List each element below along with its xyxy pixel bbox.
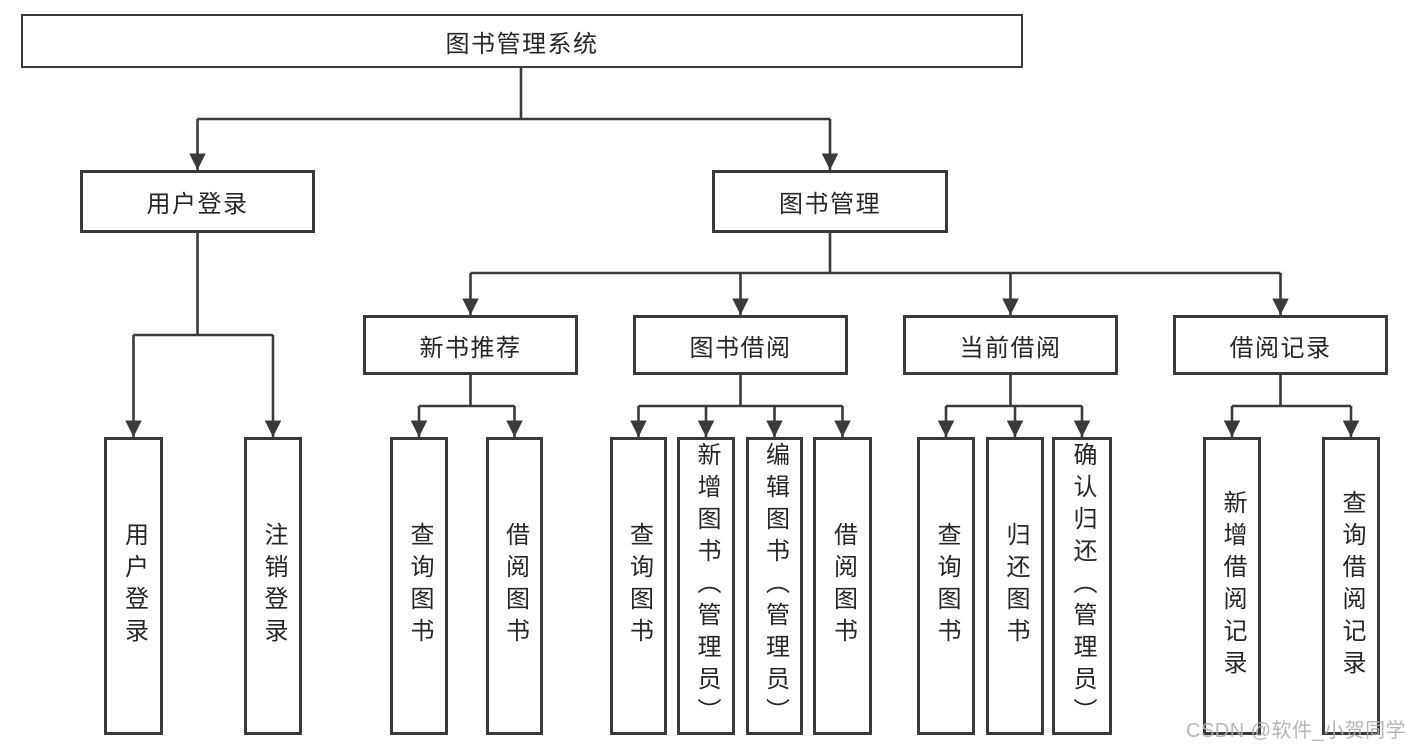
leaf-edit-books-admin-label: 编辑图书（管理员） (761, 442, 789, 730)
leaf-query-books-recommend-label: 查询图书 (406, 522, 433, 650)
node-borrow-records: 借阅记录 (1173, 315, 1388, 375)
leaf-query-borrow-record: 查询借阅记录 (1322, 437, 1380, 735)
leaf-return-books-label: 归还图书 (1002, 522, 1029, 650)
leaf-confirm-return-admin-label: 确认归还（管理员） (1069, 442, 1096, 730)
node-current-borrowing-label: 当前借阅 (959, 334, 1062, 362)
node-book-management: 图书管理 (712, 170, 948, 233)
node-book-borrowing-label: 图书借阅 (689, 334, 792, 362)
leaf-add-books-admin: 新增图书（管理员） (677, 437, 735, 735)
node-user-login: 用户登录 (80, 170, 315, 233)
leaf-query-books-borrowing-label: 查询图书 (625, 522, 653, 650)
node-borrow-records-label: 借阅记录 (1229, 334, 1332, 362)
leaf-query-books-borrowing: 查询图书 (610, 437, 667, 735)
leaf-add-books-admin-label: 新增图书（管理员） (693, 442, 720, 730)
leaf-add-borrow-record-label: 新增借阅记录 (1219, 490, 1246, 682)
leaf-query-books-current-label: 查询图书 (933, 522, 960, 650)
watermark: CSDN @软件_小贺同学 (1186, 720, 1405, 742)
leaf-query-books-current: 查询图书 (917, 437, 975, 735)
leaf-logout: 注销登录 (244, 437, 302, 735)
node-new-book-recommend: 新书推荐 (363, 315, 578, 375)
leaf-borrow-books-recommend: 借阅图书 (486, 437, 543, 735)
node-book-management-label: 图书管理 (779, 191, 881, 218)
node-current-borrowing: 当前借阅 (903, 315, 1118, 375)
leaf-query-books-recommend: 查询图书 (390, 437, 448, 735)
leaf-confirm-return-admin: 确认归还（管理员） (1052, 437, 1112, 735)
node-user-login-label: 用户登录 (146, 191, 249, 218)
leaf-edit-books-admin: 编辑图书（管理员） (746, 437, 803, 735)
leaf-logout-label: 注销登录 (260, 522, 287, 650)
node-book-borrowing: 图书借阅 (633, 315, 848, 375)
leaf-add-borrow-record: 新增借阅记录 (1203, 437, 1261, 735)
leaf-borrow-books-recommend-label: 借阅图书 (501, 522, 529, 650)
leaf-borrow-books: 借阅图书 (813, 437, 872, 735)
leaf-user-login-label: 用户登录 (120, 522, 148, 650)
node-new-book-recommend-label: 新书推荐 (419, 334, 522, 362)
node-root-system: 图书管理系统 (21, 14, 1023, 68)
leaf-query-borrow-record-label: 查询借阅记录 (1338, 490, 1365, 682)
leaf-return-books: 归还图书 (986, 437, 1044, 735)
leaf-borrow-books-label: 借阅图书 (829, 522, 857, 650)
leaf-user-login: 用户登录 (104, 437, 163, 735)
node-root-label: 图书管理系统 (445, 30, 599, 58)
